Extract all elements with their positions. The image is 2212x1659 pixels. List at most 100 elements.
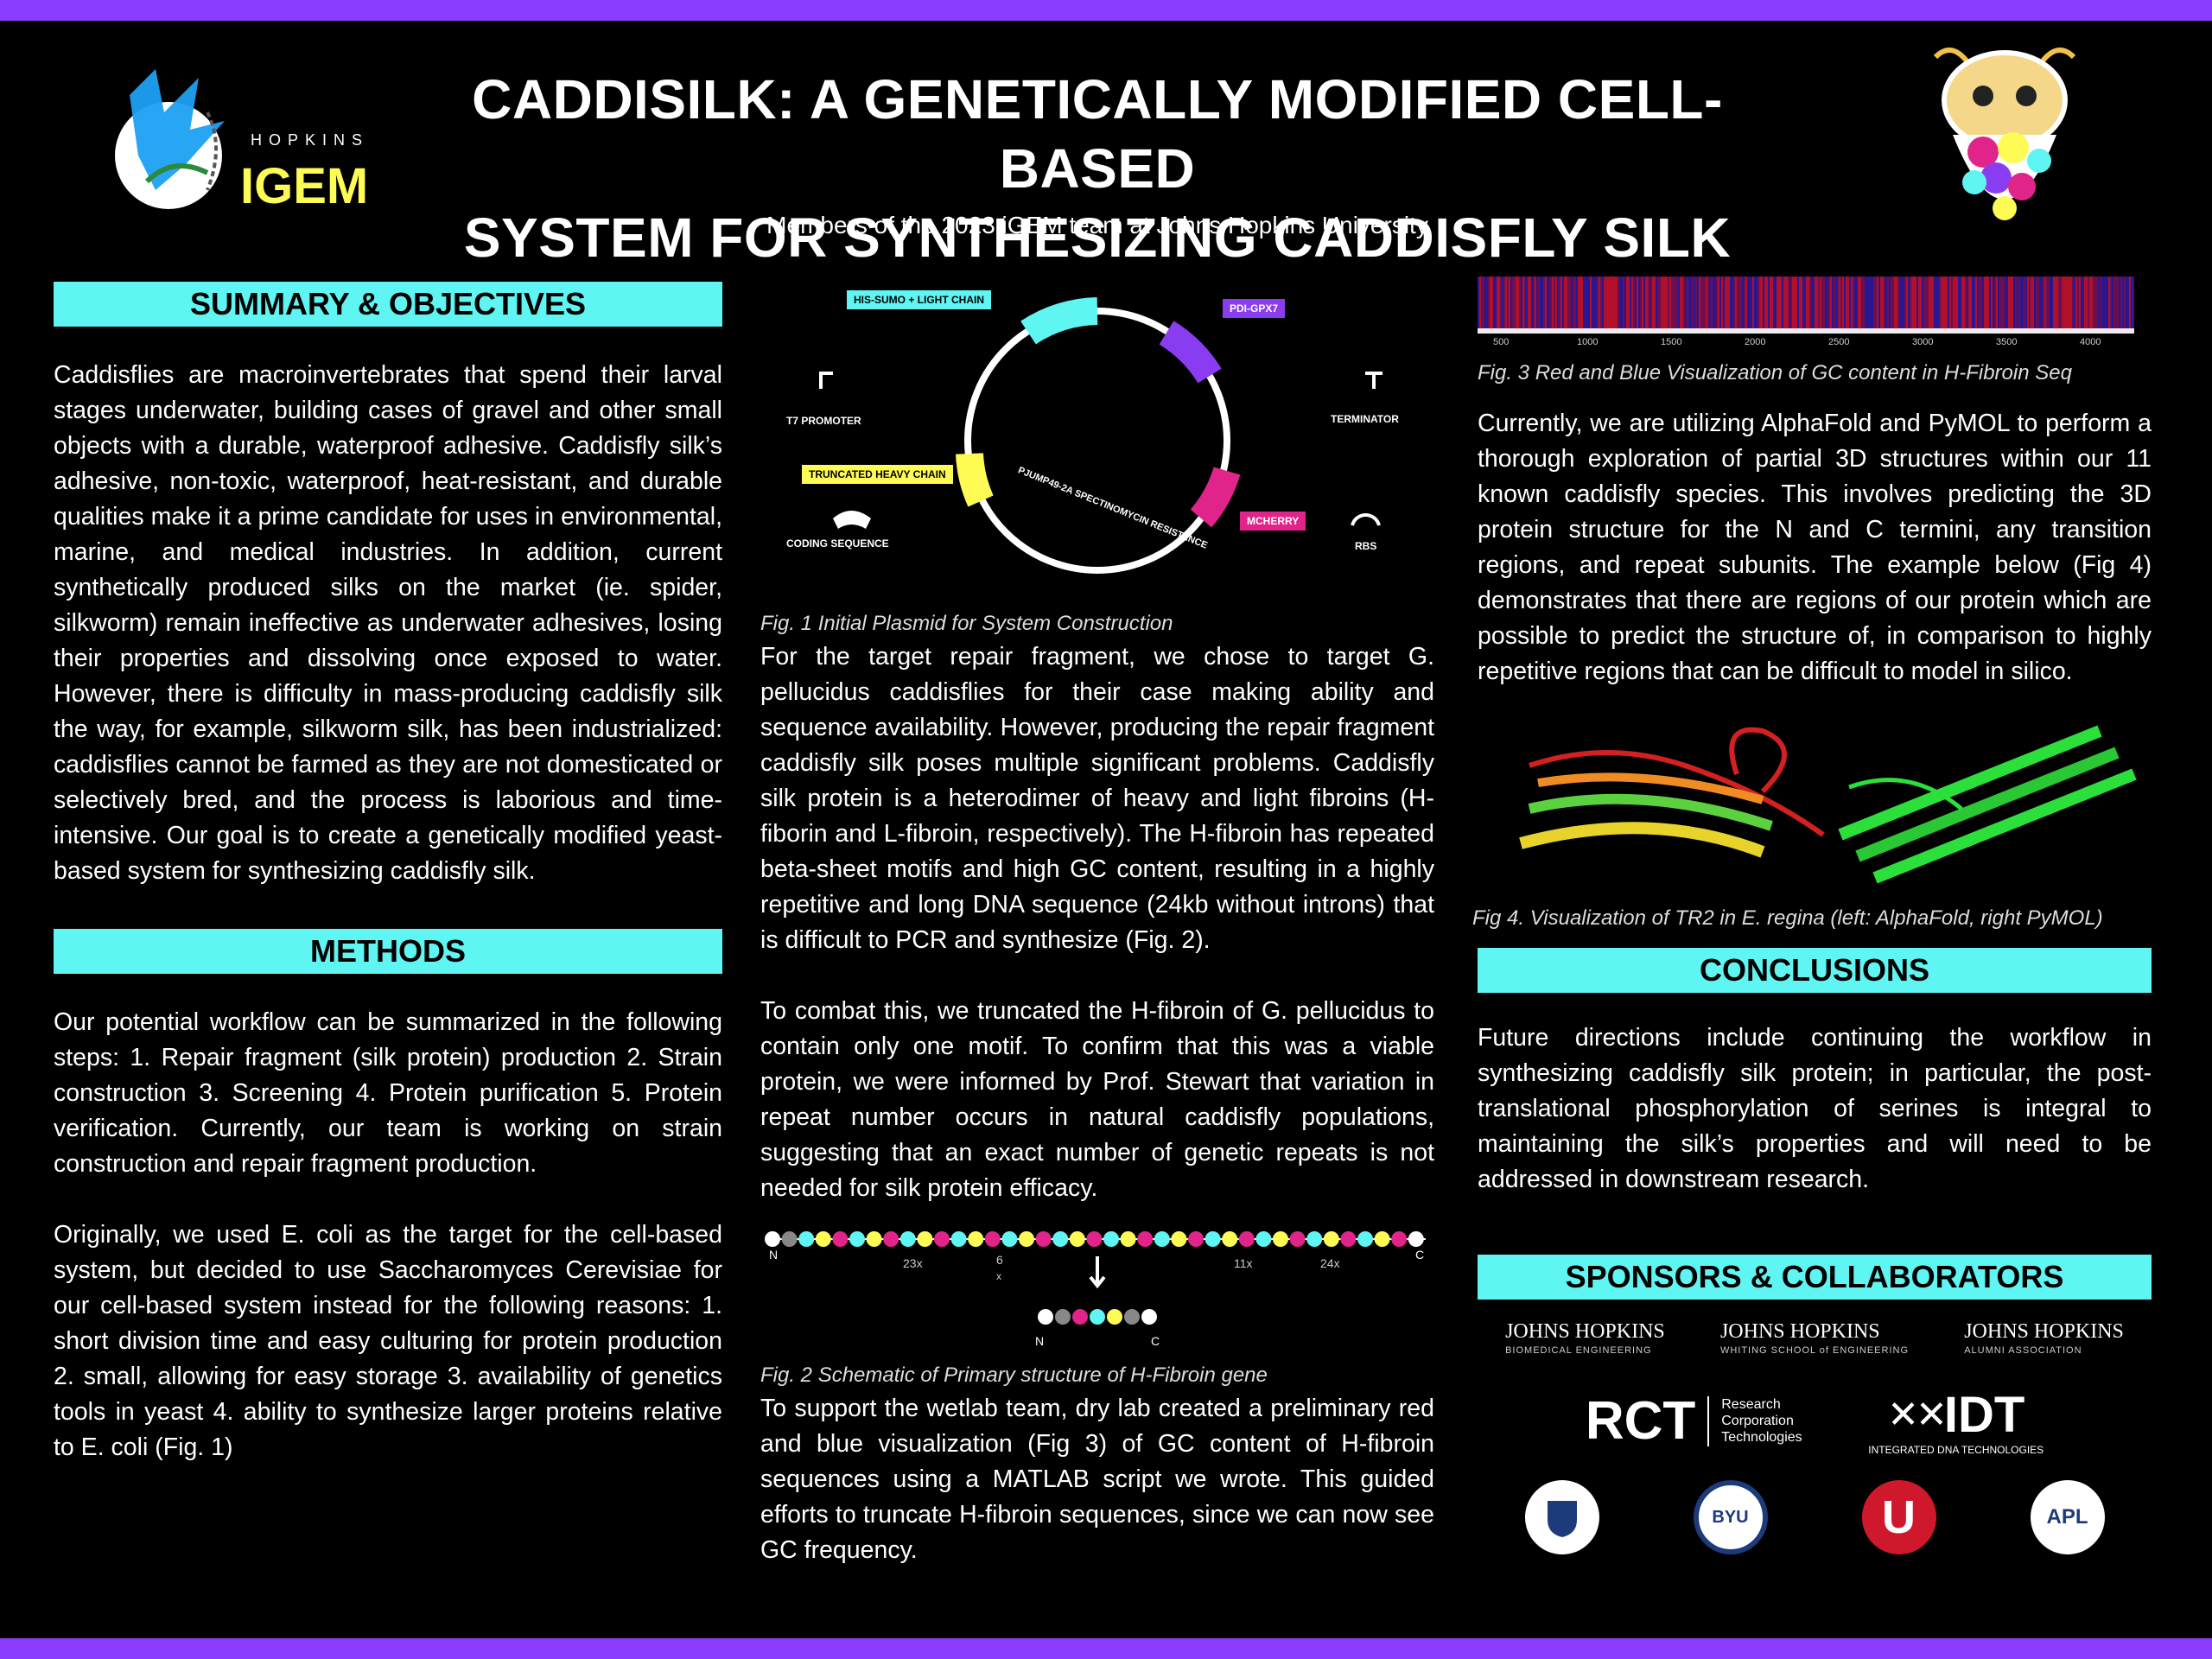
gc-tick-label: 1500 (1661, 337, 1682, 347)
gc-stripe (1828, 276, 1830, 328)
gc-stripe (2013, 276, 2015, 328)
gc-stripe (1897, 276, 1899, 328)
gc-stripe (1599, 276, 1600, 328)
gc-stripe (2008, 276, 2010, 328)
gc-stripe (1937, 276, 1939, 328)
gc-stripe (1514, 276, 1516, 328)
gc-stripe (1602, 276, 1604, 328)
gc-stripe (1796, 276, 1797, 328)
gc-stripe (1676, 276, 1678, 328)
gc-stripe (1478, 276, 1479, 328)
gc-stripe (1540, 276, 1541, 328)
gc-stripe (1560, 276, 1562, 328)
rct-logo-text: RCT (1585, 1391, 1696, 1451)
gc-stripe (1930, 276, 1932, 328)
gc-stripe (1529, 276, 1531, 328)
gc-stripe (2112, 276, 2113, 328)
fig4-protein-structures (1519, 725, 2137, 884)
gc-stripe (1906, 276, 1908, 328)
gc-stripe (1578, 276, 1580, 328)
gc-stripe (1711, 276, 1713, 328)
gc-stripe (1830, 276, 1832, 328)
gc-stripe (1851, 276, 1853, 328)
gc-stripe (1666, 276, 1668, 328)
gc-stripe (1970, 276, 1972, 328)
gc-stripe (1775, 276, 1777, 328)
gc-stripe (1825, 276, 1827, 328)
gc-stripe (1642, 276, 1643, 328)
gc-stripe (1605, 276, 1607, 328)
truncated-bead (1090, 1309, 1105, 1325)
gc-stripe (1737, 276, 1738, 328)
gc-stripe (1512, 276, 1514, 328)
gc-stripe (1681, 276, 1683, 328)
gc-stripe (1877, 276, 1878, 328)
protein-bead (1052, 1231, 1069, 1247)
poster-subtitle: Members of the 2023 iGEM team at Johns H… (766, 212, 1428, 238)
gc-stripe (1524, 276, 1526, 328)
gc-stripe (1567, 276, 1569, 328)
gc-stripe (1619, 276, 1621, 328)
gc-stripe (1763, 276, 1764, 328)
gc-stripe (1595, 276, 1597, 328)
label-pdi-gpx7: PDI-GPX7 (1223, 299, 1286, 318)
gc-stripe (2133, 276, 2134, 328)
gc-stripe (1735, 276, 1737, 328)
poster-header: HOPKINS IGEM CADDISILK: A GENETICALLY MO… (0, 35, 2212, 269)
gc-stripe (1885, 276, 1887, 328)
gc-stripe (1813, 276, 1815, 328)
gc-stripe (2044, 276, 2046, 328)
gc-stripe (2119, 276, 2120, 328)
gc-stripe (2015, 276, 2017, 328)
gc-stripe (1887, 276, 1889, 328)
gc-stripe (2050, 276, 2051, 328)
gc-stripe (2024, 276, 2025, 328)
gc-stripe (1502, 276, 1503, 328)
gc-stripe (1880, 276, 1882, 328)
protein-bead (1340, 1231, 1357, 1247)
gc-stripe (1590, 276, 1592, 328)
protein-bead (1103, 1231, 1119, 1247)
gc-stripe (1901, 276, 1903, 328)
gc-stripe (2086, 276, 2088, 328)
gc-stripe (1993, 276, 1994, 328)
gc-stripe (1726, 276, 1728, 328)
gc-stripe (1654, 276, 1656, 328)
gc-stripe (1688, 276, 1690, 328)
label-t7-promoter: T7 PROMOTER (786, 415, 861, 427)
gc-stripe (1484, 276, 1486, 328)
gc-stripe (1863, 276, 1865, 328)
middle-text-3: To support the wetlab team, dry lab crea… (760, 1395, 1434, 1564)
protein-bead (1255, 1231, 1272, 1247)
gc-stripe (1839, 276, 1840, 328)
gc-stripe (1483, 276, 1484, 328)
gc-stripe (1507, 276, 1509, 328)
protein-bead (1306, 1231, 1323, 1247)
gc-stripe (1929, 276, 1930, 328)
gc-stripe (1958, 276, 1960, 328)
gc-stripe (1700, 276, 1702, 328)
gc-stripe (1835, 276, 1837, 328)
gc-stripe (1709, 276, 1711, 328)
protein-bead (883, 1231, 899, 1247)
protein-bead (832, 1231, 849, 1247)
gc-stripe (1585, 276, 1586, 328)
gc-stripe (1593, 276, 1595, 328)
fig2-n-label: N (769, 1248, 779, 1262)
gc-stripe (1789, 276, 1790, 328)
gc-stripe (1844, 276, 1846, 328)
protein-bead (1357, 1231, 1373, 1247)
sponsor-jh-bme-sub: BIOMEDICAL ENGINEERING (1505, 1345, 1652, 1356)
fig2-protein-schematic: N C 23x 6 x 11x 24x N C (760, 1222, 1434, 1351)
protein-bead (934, 1231, 950, 1247)
gc-stripe (1685, 276, 1687, 328)
gc-stripe (1692, 276, 1694, 328)
gc-stripe (1631, 276, 1633, 328)
gc-stripe (1808, 276, 1809, 328)
gc-stripe (1866, 276, 1868, 328)
gc-stripe (1761, 276, 1763, 328)
gc-stripe (1780, 276, 1782, 328)
